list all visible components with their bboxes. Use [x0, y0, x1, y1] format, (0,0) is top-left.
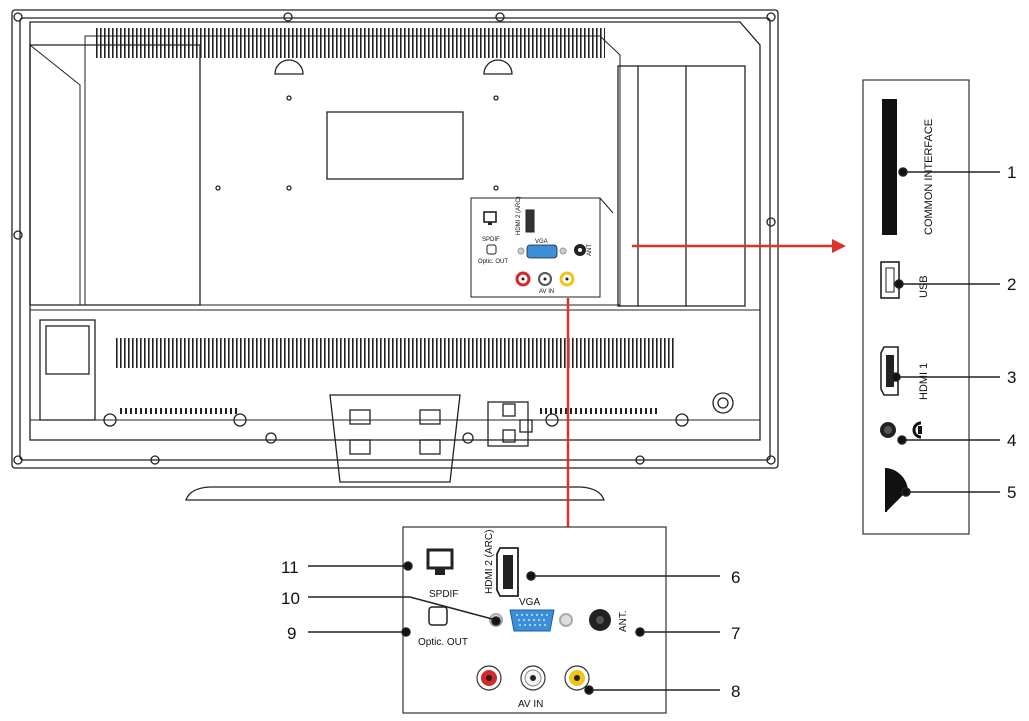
stand-neck	[329, 394, 461, 483]
callout-5: 5	[1007, 483, 1016, 502]
vga-label: VGA	[519, 597, 540, 608]
inset-optic-label: Optic. OUT	[478, 259, 508, 265]
tv-inner-frame	[19, 17, 771, 461]
connector-panel: SPDIF Optic. OUT HDMI 2 (ARC) VGA ANT. A…	[402, 526, 667, 714]
left-compartment	[29, 44, 201, 306]
callout-10: 10	[281, 589, 300, 608]
ant-label: ANT.	[618, 610, 629, 632]
panel-callouts	[308, 561, 720, 695]
inset-optical-port	[486, 244, 497, 255]
hdmi1-label: HDMI 1	[918, 363, 930, 400]
headphone-icon	[912, 421, 922, 439]
usb-label: USB	[918, 275, 930, 298]
power-socket	[487, 401, 529, 447]
hdmi2-label: HDMI 2 (ARC)	[484, 530, 495, 594]
optical-port	[428, 606, 448, 626]
optic-out-label: Optic. OUT	[418, 637, 468, 648]
left-box	[39, 319, 96, 421]
inset-spdif-icon	[483, 211, 497, 223]
side-callouts	[891, 167, 1000, 497]
inset-vga-port	[526, 244, 558, 259]
tv-back	[11, 9, 779, 501]
callout-7: 7	[731, 624, 740, 643]
top-vents	[95, 28, 420, 58]
inset-avin-label: AV IN	[539, 289, 554, 295]
arrow-right	[832, 239, 846, 253]
callout-11: 11	[281, 558, 299, 577]
spdif-icon	[426, 548, 454, 570]
common-interface-label: COMMON INTERFACE	[923, 119, 935, 235]
av-in-label: AV IN	[518, 699, 543, 710]
inset-ant-label: ANT	[587, 244, 593, 256]
left-bevel	[29, 44, 81, 305]
spdif-label: SPDIF	[429, 589, 458, 600]
callout-1: 1	[1007, 163, 1016, 182]
common-interface-slot	[882, 99, 897, 235]
inset-spdif-label: SPDIF	[482, 237, 500, 243]
inset-hdmi-port	[525, 209, 535, 233]
red-arrows	[561, 239, 846, 561]
inset-vga-label: VGA	[535, 239, 548, 245]
callout-4: 4	[1007, 431, 1016, 450]
screws	[13, 12, 776, 465]
mount-tab-right	[483, 59, 513, 75]
callout-8: 8	[731, 682, 740, 701]
inset-hdmi2-label: HDMI 2 (ARC)	[516, 196, 522, 235]
vga-port	[509, 609, 555, 632]
stand-base	[185, 486, 605, 501]
tv-outer-frame	[11, 9, 779, 469]
lower-panel	[29, 309, 761, 421]
bottom-vents-right	[540, 408, 660, 414]
rear-shell	[29, 21, 761, 441]
callout-6: 6	[731, 568, 740, 587]
power-knob	[886, 468, 908, 512]
callout-2: 2	[1007, 275, 1016, 294]
mount-tab-left	[274, 59, 304, 75]
top-vents-right	[420, 28, 605, 58]
callout-9: 9	[287, 624, 296, 643]
side-connector-column	[617, 65, 746, 307]
label-plate	[326, 111, 464, 180]
callout-3: 3	[1007, 368, 1016, 387]
tv-connector-inset: SPDIF Optic. OUT HDMI 2 (ARC) VGA ANT AV…	[470, 196, 614, 298]
side-panel: COMMON INTERFACE USB HDMI 1	[862, 79, 970, 535]
lower-vents	[115, 338, 675, 368]
bottom-vents-left	[118, 408, 238, 414]
side-panel-frame	[862, 79, 970, 535]
